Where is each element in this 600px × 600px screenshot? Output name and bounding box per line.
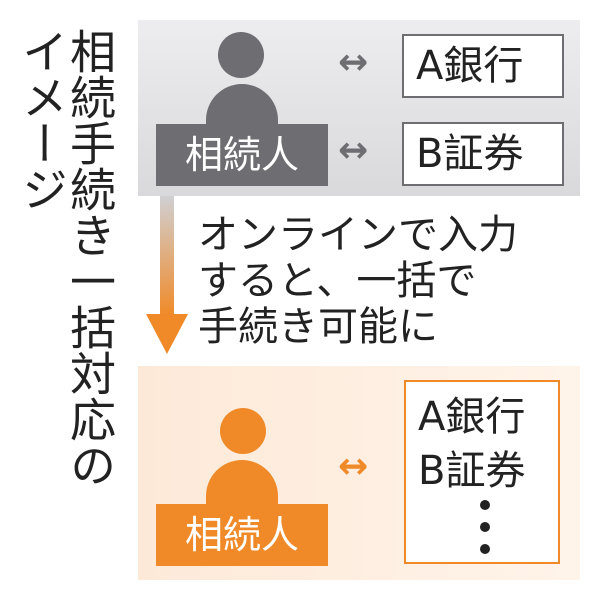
after-institution-a: A銀行	[418, 394, 526, 440]
ellipsis-dot	[480, 544, 490, 554]
before-connector-a-icon: ↔	[338, 42, 369, 83]
down-arrow-shaft	[160, 196, 174, 316]
before-connector-b-icon: ↔	[338, 130, 369, 171]
after-institutions-list: A銀行 B証券	[404, 380, 560, 564]
caption-line-2: すると、一括で	[198, 258, 477, 304]
transition-caption: オンラインで入力 すると、一括で 手続き可能に	[198, 212, 518, 350]
diagram-title-main: 相続手続き一括対応の	[63, 28, 117, 488]
after-connector-icon: ↔	[338, 446, 369, 487]
before-heir-label: 相続人	[156, 124, 328, 186]
caption-line-1: オンラインで入力	[198, 212, 518, 258]
before-institution-a: A銀行	[402, 34, 564, 98]
after-heir-label: 相続人	[156, 504, 328, 566]
after-institution-b: B証券	[418, 448, 526, 494]
ellipsis-dot	[480, 500, 490, 510]
before-institution-b: B証券	[402, 122, 564, 186]
person-head-icon	[220, 408, 266, 454]
person-head-icon	[218, 32, 264, 78]
ellipsis-dot	[480, 522, 490, 532]
diagram-title-sub: イメージ	[15, 28, 69, 212]
down-arrow-icon	[146, 314, 188, 354]
caption-line-3: 手続き可能に	[198, 304, 438, 350]
